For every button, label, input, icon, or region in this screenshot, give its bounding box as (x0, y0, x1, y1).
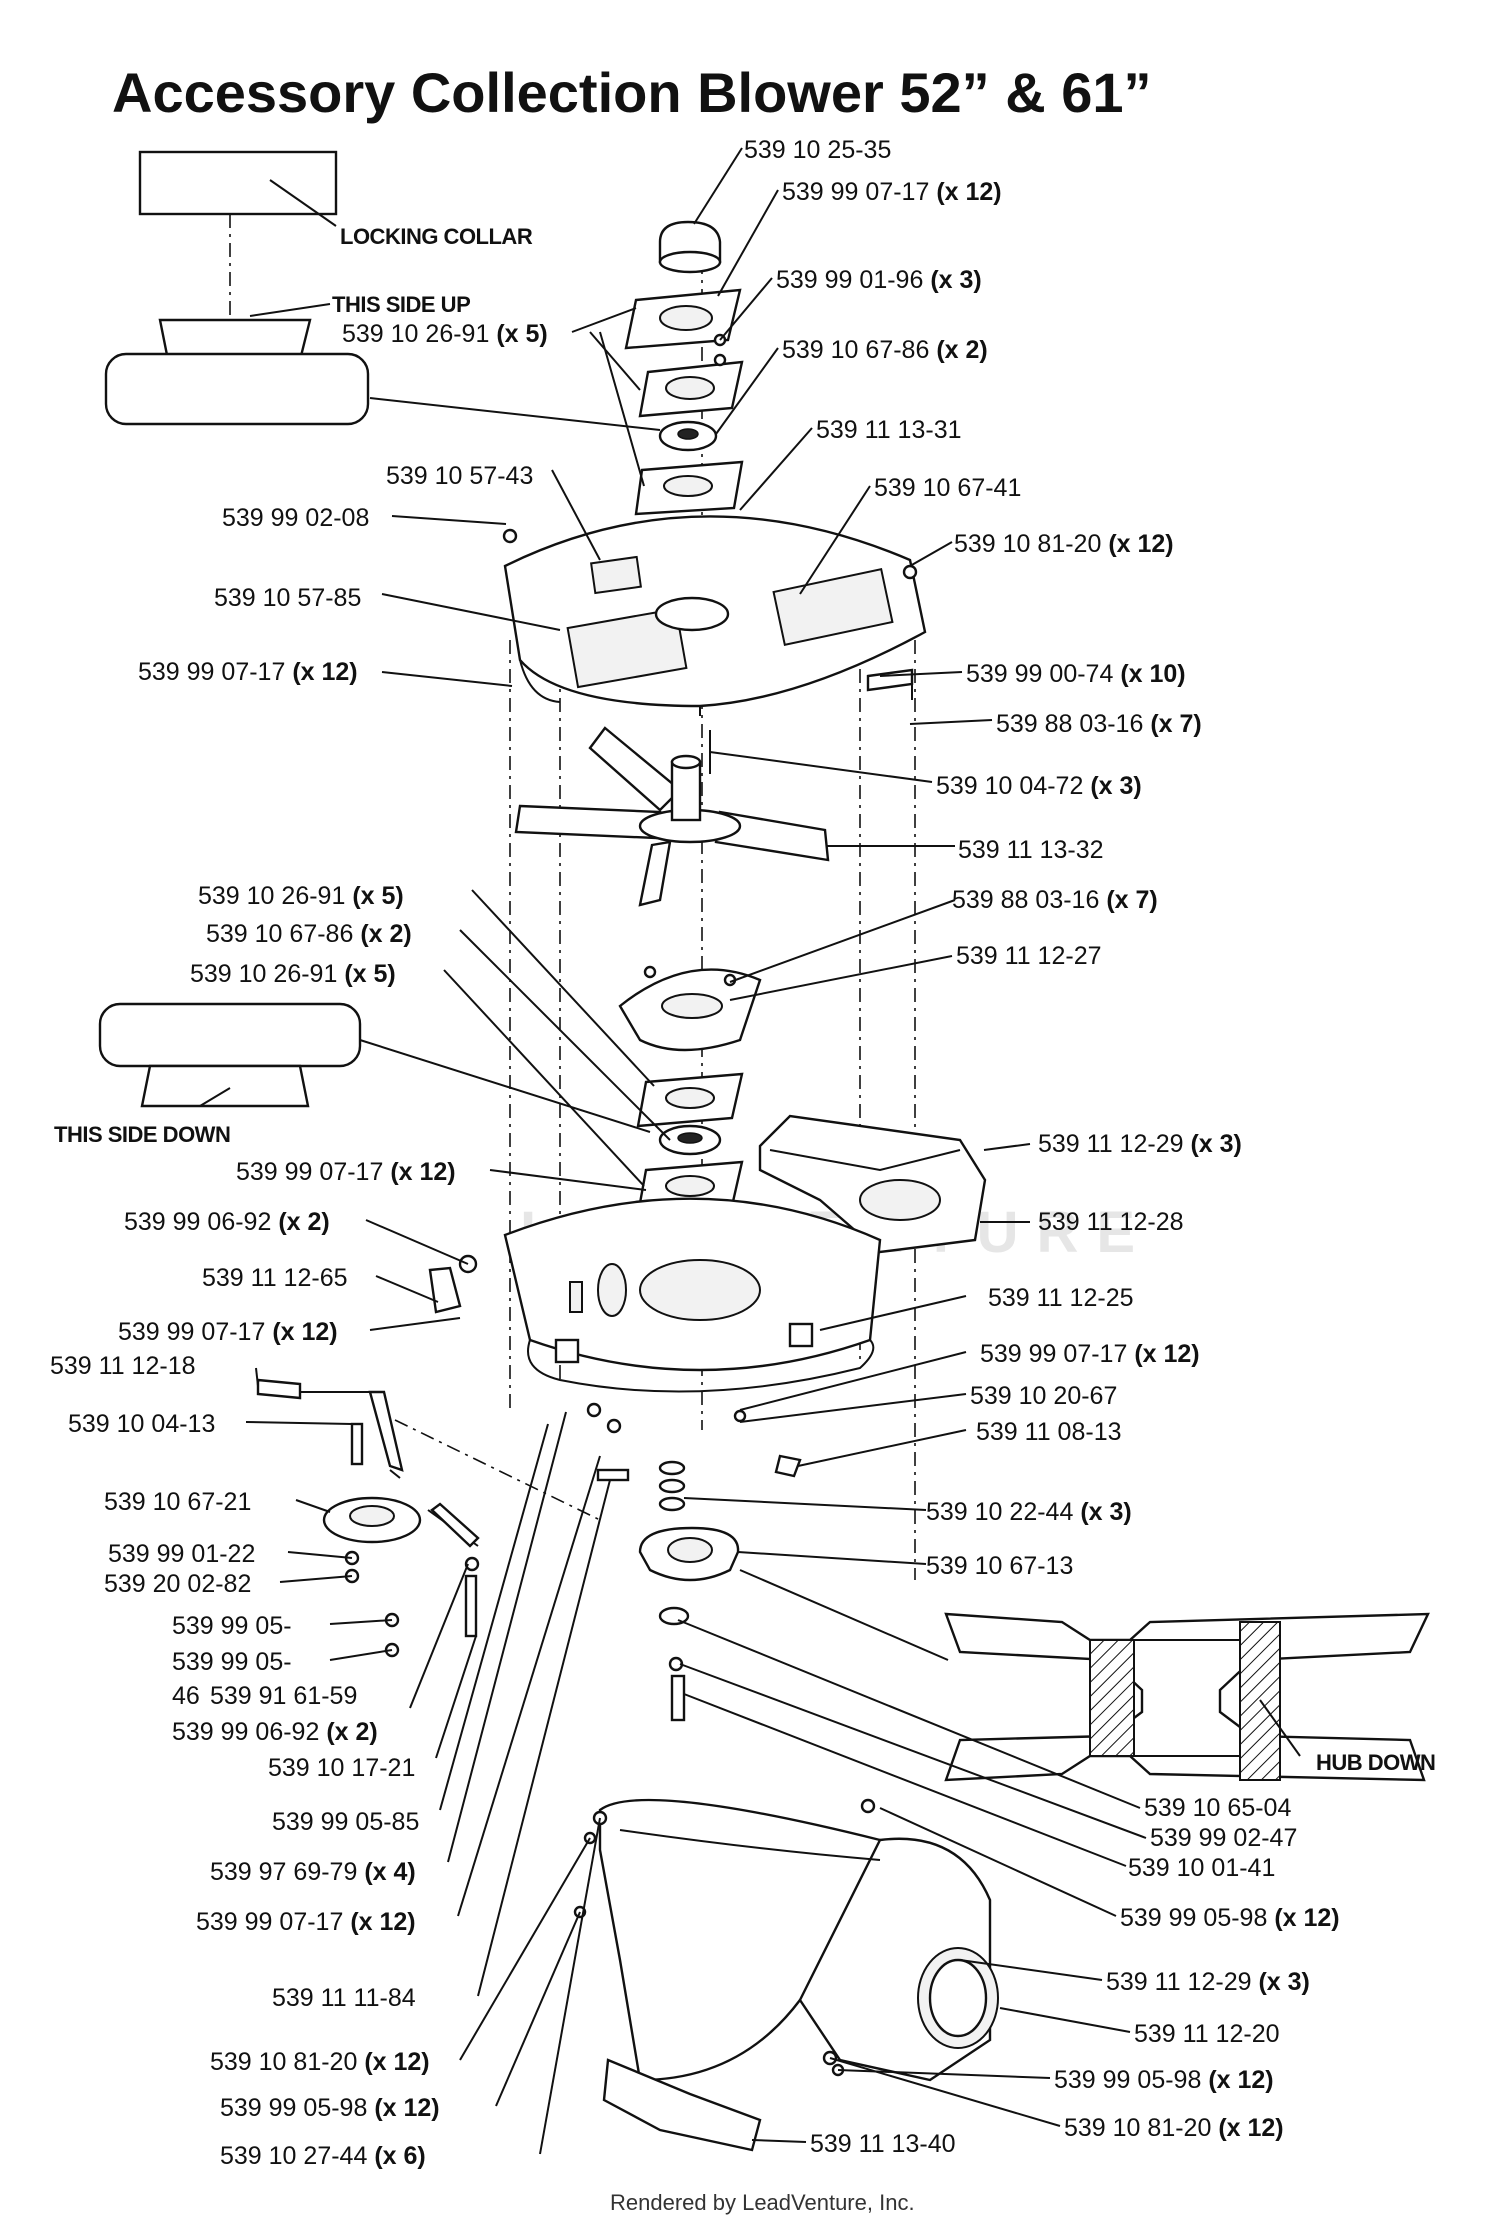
chute-adapter (758, 1114, 987, 1254)
label-539-10-67-86: 539 10 67-86 (x 2) (206, 920, 412, 948)
decal-warning-left (566, 607, 688, 689)
label-539-10-65-04: 539 10 65-04 (1144, 1794, 1291, 1822)
label-539-99-01-96: 539 99 01-96 (x 3) (776, 266, 982, 294)
label-539-10-22-44: 539 10 22-44 (x 3) (926, 1498, 1132, 1526)
label-539-99-06-92: 539 99 06-92 (x 2) (172, 1718, 378, 1746)
label-539-20-02-82: 539 20 02-82 (104, 1570, 251, 1598)
label-539-11-12-65: 539 11 12-65 (202, 1264, 348, 1292)
label-539-10-57-85: 539 10 57-85 (214, 584, 361, 612)
discharge-chute (573, 1798, 999, 2152)
label-539-99-07-17: 539 99 07-17 (x 12) (138, 658, 358, 686)
middle-bearing-stack (618, 965, 762, 1216)
label-539-88-03-16: 539 88 03-16 (x 7) (996, 710, 1202, 738)
label-539-11-12-20: 539 11 12-20 (1134, 2020, 1280, 2048)
label-539-11-13-32: 539 11 13-32 (958, 836, 1104, 864)
label-539-11-08-13: 539 11 08-13 (976, 1418, 1122, 1446)
note-this-side-up: THIS SIDE UP (332, 292, 470, 317)
label-539-11-12-25: 539 11 12-25 (988, 1284, 1134, 1312)
label-539-10-20-67: 539 10 20-67 (970, 1382, 1117, 1410)
label-539-10-26-91: 539 10 26-91 (x 5) (342, 320, 548, 348)
idler-assembly (256, 1254, 480, 1658)
label-539-11-12-29: 539 11 12-29 (x 3) (1106, 1968, 1310, 1996)
bearing-cap (658, 220, 722, 264)
footer-credit: Rendered by LeadVenture, Inc. (610, 2190, 915, 2215)
label-539-11-12-28: 539 11 12-28 (1038, 1208, 1184, 1236)
locking-collar-inset (104, 150, 661, 431)
decal-small (590, 555, 642, 595)
label-539-10-04-72: 539 10 04-72 (x 3) (936, 772, 1142, 800)
label-539-11-13-40: 539 11 13-40 (810, 2130, 956, 2158)
label-539-99-00-74: 539 99 00-74 (x 10) (966, 660, 1186, 688)
label-539-99-05-85: 539 99 05-85 (272, 1808, 419, 1836)
label-539-99-07-17: 539 99 07-17 (x 12) (782, 178, 1002, 206)
bearing-housing (104, 352, 370, 426)
top-housing-plate (502, 515, 927, 716)
label-539-10-81-20: 539 10 81-20 (x 12) (954, 530, 1174, 558)
label-539-99-02-47: 539 99 02-47 (1150, 1824, 1297, 1852)
label-539-91-61-59: 539 91 61-59 (210, 1682, 357, 1710)
label-539-99-06-92: 539 99 06-92 (x 2) (124, 1208, 330, 1236)
leader-lines (245, 147, 1147, 2155)
label-539-99-07-17: 539 99 07-17 (x 12) (236, 1158, 456, 1186)
label-539-11-12-18: 539 11 12-18 (50, 1352, 196, 1380)
label-539-10-26-91: 539 10 26-91 (x 5) (198, 882, 404, 910)
label-539-10-67-21: 539 10 67-21 (104, 1488, 251, 1516)
label-539-99-05-98: 539 99 05-98 (x 12) (220, 2094, 440, 2122)
label-539-11-12-27: 539 11 12-27 (956, 942, 1102, 970)
label-539-10-81-20: 539 10 81-20 (x 12) (210, 2048, 430, 2076)
label-539-10-27-44: 539 10 27-44 (x 6) (220, 2142, 426, 2170)
note-hub-down: HUB DOWN (1316, 1750, 1435, 1775)
note-locking-collar: LOCKING COLLAR (340, 224, 533, 249)
fan-hub (670, 760, 702, 822)
label-539-99-05-a: 539 99 05- (172, 1612, 292, 1640)
label-539-10-67-13: 539 10 67-13 (926, 1552, 1073, 1580)
label-539-99-07-17: 539 99 07-17 (x 12) (980, 1340, 1200, 1368)
label-539-11-13-31: 539 11 13-31 (816, 416, 962, 444)
pulley-section-view (739, 1569, 1430, 1782)
diagram-title: Accessory Collection Blower 52” & 61” (112, 61, 1152, 124)
spring (430, 1502, 480, 1548)
label-539-99-07-17: 539 99 07-17 (x 12) (196, 1908, 416, 1936)
lower-housing (503, 1197, 882, 1393)
label-539-10-67-41: 539 10 67-41 (874, 474, 1021, 502)
label-539-10-01-41: 539 10 01-41 (1128, 1854, 1275, 1882)
drive-pulley (586, 1402, 802, 1722)
label-539-97-69-79: 539 97 69-79 (x 4) (210, 1858, 416, 1886)
label-539-99-01-22: 539 99 01-22 (108, 1540, 255, 1568)
part-labels: 539 10 25-35 539 99 07-17 (x 12) 539 99 … (50, 136, 1340, 2170)
label-539-10-25-35: 539 10 25-35 (744, 136, 891, 164)
this-side-down-inset (98, 1002, 651, 1133)
label-539-10-57-43: 539 10 57-43 (386, 462, 533, 490)
label-46: 46 (172, 1682, 200, 1710)
label-539-99-05-b: 539 99 05- (172, 1648, 292, 1676)
label-539-99-02-08: 539 99 02-08 (222, 504, 369, 532)
note-this-side-down: THIS SIDE DOWN (54, 1122, 230, 1147)
label-539-99-05-98: 539 99 05-98 (x 12) (1054, 2066, 1274, 2094)
fan-impeller (514, 726, 830, 907)
label-539-88-03-16: 539 88 03-16 (x 7) (952, 886, 1158, 914)
label-539-10-26-91: 539 10 26-91 (x 5) (190, 960, 396, 988)
chute-liner (602, 2058, 762, 2152)
label-539-11-11-84: 539 11 11-84 (272, 1984, 416, 2012)
idler-link (428, 1266, 462, 1314)
label-539-10-04-13: 539 10 04-13 (68, 1410, 215, 1438)
label-539-10-67-86: 539 10 67-86 (x 2) (782, 336, 988, 364)
label-539-10-17-21: 539 10 17-21 (268, 1754, 415, 1782)
label-539-11-12-29: 539 11 12-29 (x 3) (1038, 1130, 1242, 1158)
label-539-99-07-17: 539 99 07-17 (x 12) (118, 1318, 338, 1346)
top-bearing-stack (624, 220, 744, 516)
label-539-10-81-20: 539 10 81-20 (x 12) (1064, 2114, 1284, 2142)
label-539-99-05-98: 539 99 05-98 (x 12) (1120, 1904, 1340, 1932)
